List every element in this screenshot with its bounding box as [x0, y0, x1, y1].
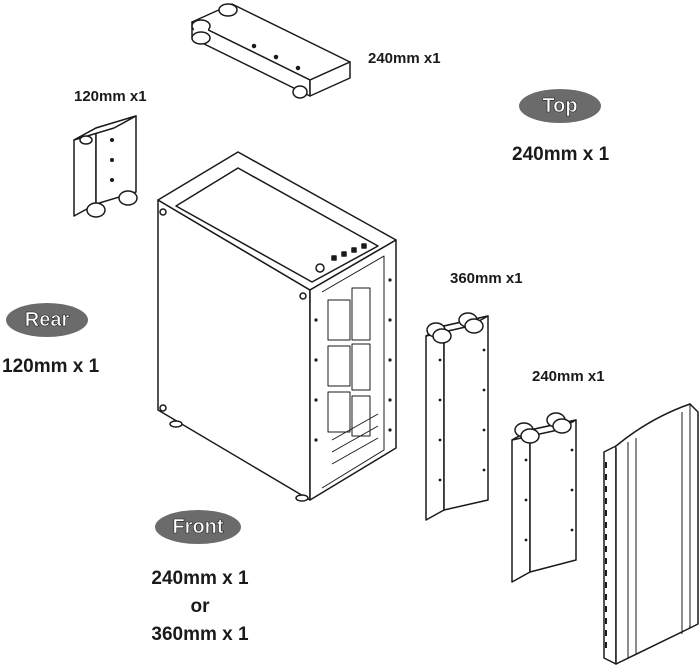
- top-capacity: 240mm x 1: [512, 144, 610, 165]
- top-badge-text: Top: [542, 94, 578, 117]
- rear-badge: Rear: [6, 303, 88, 337]
- front-capacity-or: or: [190, 596, 210, 617]
- top-radiator-label: 240mm x1: [368, 50, 441, 67]
- front-capacity-line3: 360mm x 1: [151, 624, 249, 645]
- pc-case-illustration: [157, 151, 397, 502]
- radiator-120-rear-illustration: [73, 115, 138, 218]
- front-badge: Front: [155, 510, 241, 544]
- rear-radiator-label: 120mm x1: [74, 88, 147, 105]
- rear-badge-text: Rear: [24, 308, 70, 331]
- front-240-radiator-label: 240mm x1: [532, 368, 605, 385]
- top-badge: Top: [519, 89, 601, 123]
- front-360-radiator-label: 360mm x1: [450, 270, 523, 287]
- radiator-240-top-illustration: [191, 3, 351, 99]
- front-capacity-line1: 240mm x 1: [151, 568, 249, 589]
- radiator-240-front-illustration: [511, 412, 577, 583]
- radiator-360-front-illustration: [425, 312, 489, 521]
- front-panel-illustration: [603, 403, 699, 665]
- rear-capacity: 120mm x 1: [2, 356, 100, 377]
- front-badge-text: Front: [172, 515, 224, 538]
